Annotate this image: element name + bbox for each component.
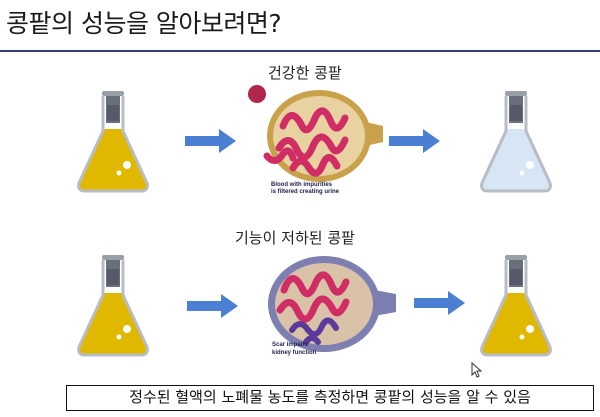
kidney-illustration: Scar impairs kidney function bbox=[268, 256, 396, 356]
summary-caption: 정수된 혈액의 노폐물 농도를 측정하면 콩팥의 성능을 알 수 있음 bbox=[66, 385, 594, 411]
flask-icon bbox=[77, 89, 149, 193]
arrow-right-icon bbox=[414, 291, 465, 315]
healthy-kidney-caption-1: Blood with impurities bbox=[271, 182, 333, 188]
arrow-right-icon bbox=[389, 129, 440, 153]
cursor-icon bbox=[471, 361, 483, 378]
impaired-kidney-label: 기능이 저하된 콩팥 bbox=[235, 229, 355, 247]
page-title: 콩팥의 성능을 알아보려면? bbox=[6, 9, 282, 38]
kidney-illustration: Blood with impurities is filtered creati… bbox=[248, 85, 383, 195]
arrow-right-icon bbox=[187, 294, 238, 318]
title-divider bbox=[0, 50, 600, 52]
flask-icon bbox=[77, 253, 149, 357]
healthy-kidney-label: 건강한 콩팥 bbox=[268, 64, 342, 82]
flask-icon bbox=[480, 89, 552, 193]
impaired-kidney-caption-1: Scar impairs bbox=[272, 342, 309, 348]
impaired-kidney-caption-2: kidney function bbox=[272, 350, 317, 356]
healthy-kidney-caption-2: is filtered creating urine bbox=[271, 189, 340, 195]
flask-icon bbox=[480, 253, 552, 357]
arrow-right-icon bbox=[185, 129, 236, 153]
